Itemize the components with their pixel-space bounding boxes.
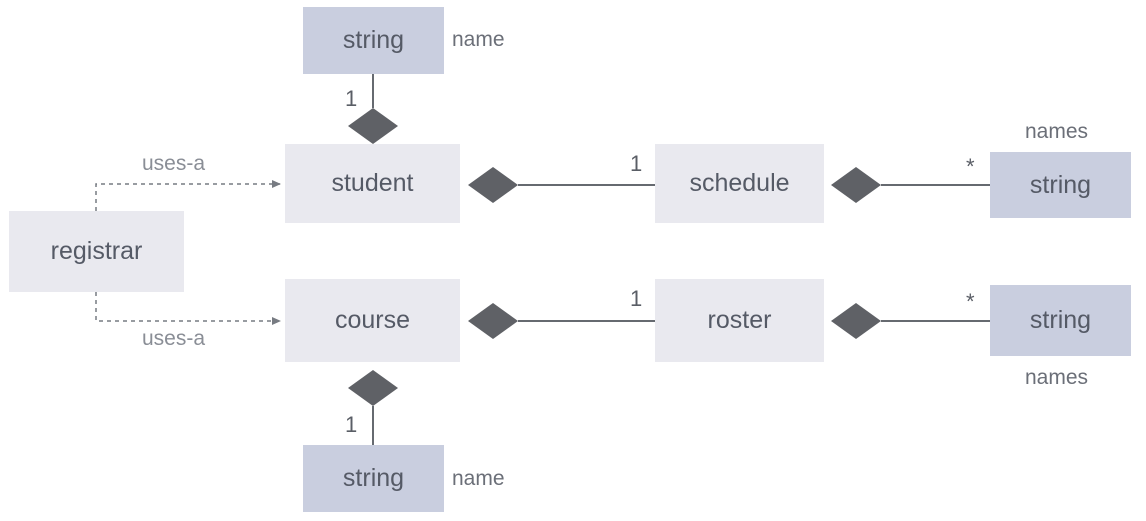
course-name-role-label: name	[452, 467, 505, 490]
schedule-names-diamond	[831, 167, 881, 203]
student-schedule-multiplicity: 1	[630, 151, 643, 176]
course-roster-multiplicity: 1	[630, 286, 643, 311]
registrar-class-name: registrar	[50, 237, 143, 265]
uses-a-course-line	[95, 292, 281, 325]
roster-names-string-box: string	[990, 285, 1131, 356]
student-name-type: string	[342, 26, 405, 54]
course-roster-diamond	[468, 303, 518, 339]
uses-a-student-label: uses-a	[142, 152, 206, 175]
schedule-names-string-box: string	[990, 152, 1131, 218]
course-name-diamond	[348, 370, 398, 406]
schedule-class-box: schedule	[655, 144, 824, 223]
roster-names-role-label: names	[1025, 366, 1089, 389]
uses-a-student-line	[95, 180, 281, 211]
student-name-role-label: name	[452, 28, 505, 51]
course-name-type: string	[342, 464, 405, 492]
course-class-box: course	[285, 279, 460, 362]
course-name-string-box: string	[303, 445, 444, 512]
student-name-diamond	[348, 108, 398, 144]
schedule-class-name: schedule	[689, 169, 790, 197]
schedule-names-multiplicity: *	[966, 154, 975, 179]
course-name-multiplicity: 1	[345, 412, 358, 437]
roster-names-type: string	[1029, 306, 1092, 334]
student-name-multiplicity: 1	[345, 86, 358, 111]
student-schedule-diamond	[468, 167, 518, 203]
course-class-name: course	[334, 306, 411, 334]
student-class-box: student	[285, 144, 460, 223]
registrar-class-box: registrar	[9, 211, 184, 292]
student-name-string-box: string	[303, 7, 444, 74]
uses-a-course-label: uses-a	[142, 327, 206, 350]
roster-names-diamond	[831, 303, 881, 339]
roster-class-box: roster	[655, 279, 824, 362]
roster-names-multiplicity: *	[966, 289, 975, 314]
schedule-names-type: string	[1029, 170, 1092, 199]
roster-class-name: roster	[707, 306, 772, 334]
student-class-name: student	[331, 169, 414, 197]
schedule-names-role-label: names	[1025, 120, 1089, 143]
